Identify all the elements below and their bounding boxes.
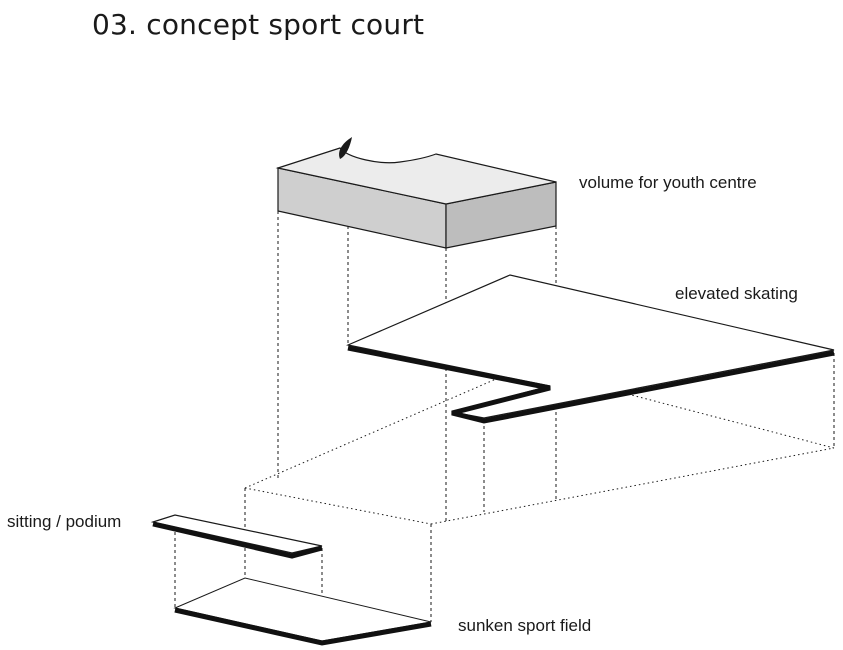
skating-front-edge xyxy=(347,345,835,424)
youth-centre-volume xyxy=(275,137,557,249)
sunken-field-front-edge xyxy=(174,607,432,646)
label-youth-centre: volume for youth centre xyxy=(579,173,757,192)
podium-front-edge xyxy=(152,521,323,559)
sunken-sport-field xyxy=(173,577,432,646)
sitting-podium xyxy=(150,514,323,559)
youth-centre-top-face xyxy=(275,147,557,205)
youth-centre-cut-shadow xyxy=(339,137,352,159)
label-sunken-field: sunken sport field xyxy=(458,616,592,635)
ground-footprint xyxy=(244,378,835,525)
diagram-title: 03. concept sport court xyxy=(92,8,425,41)
label-elevated-skating: elevated skating xyxy=(675,284,798,303)
elevated-skating-plane xyxy=(346,274,835,424)
podium-top-face xyxy=(150,514,323,554)
label-sitting-podium: sitting / podium xyxy=(7,512,122,531)
projection-lines xyxy=(174,211,835,641)
